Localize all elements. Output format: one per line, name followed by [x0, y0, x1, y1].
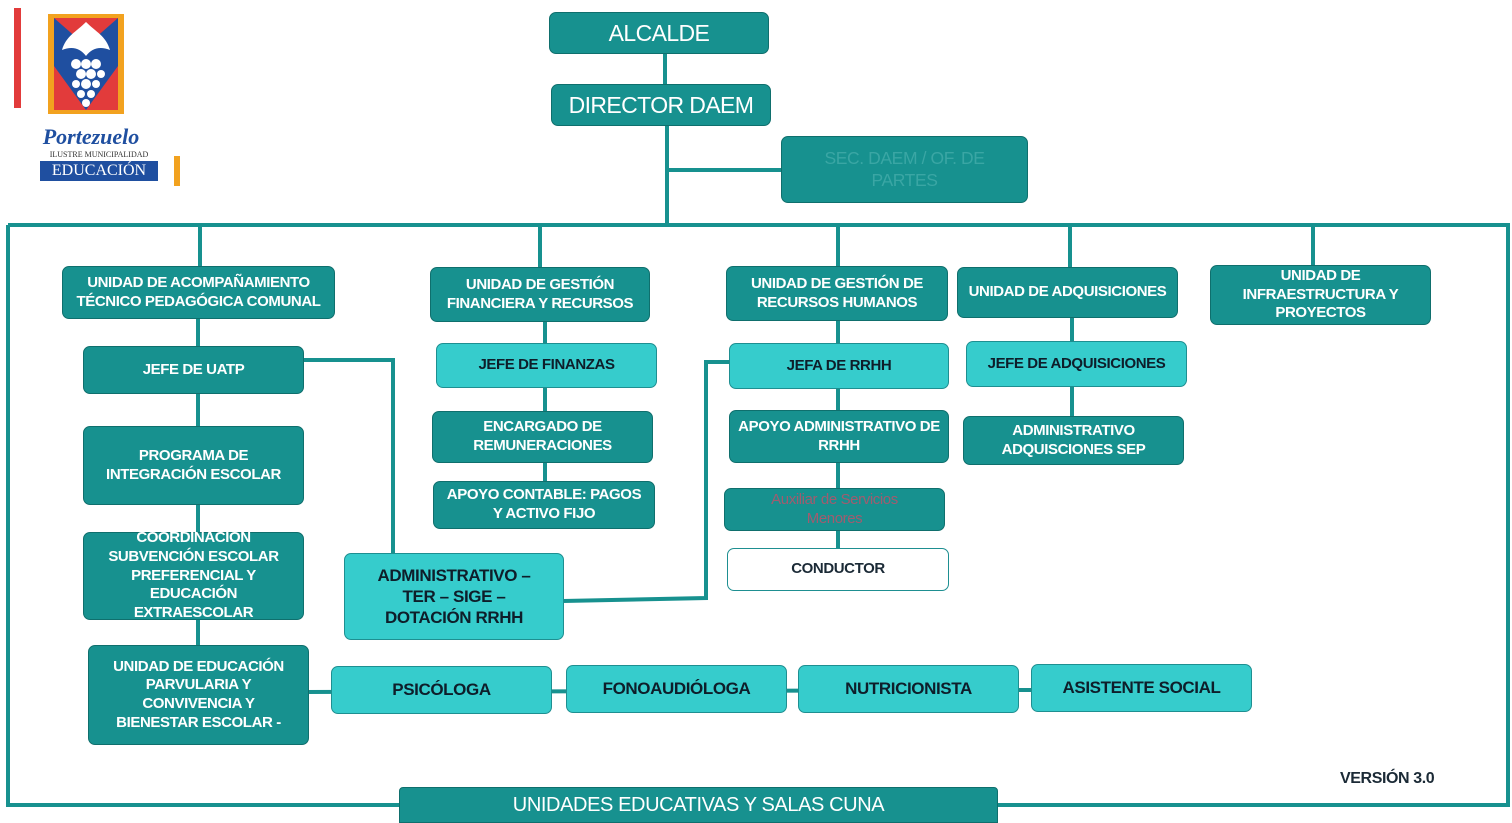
node-gestion-financiera: UNIDAD DE GESTIÓN FINANCIERA Y RECURSOS	[430, 267, 650, 322]
node-nutricionista: NUTRICIONISTA	[798, 665, 1019, 713]
node-director: DIRECTOR DAEM	[551, 84, 771, 126]
node-pie: PROGRAMA DE INTEGRACIÓN ESCOLAR	[83, 426, 304, 505]
node-jefa-rrhh: JEFA DE RRHH	[729, 343, 949, 389]
node-secretaria: SEC. DAEM / OF. DE PARTES	[781, 136, 1028, 203]
node-conductor: CONDUCTOR	[727, 548, 949, 591]
node-apoyo-contable: APOYO CONTABLE: PAGOS Y ACTIVO FIJO	[433, 481, 655, 529]
node-apoyo-rrhh: APOYO ADMINISTRATIVO DE RRHH	[729, 410, 949, 463]
portezuelo-logo-icon	[14, 8, 180, 186]
node-infraestructura: UNIDAD DE INFRAESTRUCTURA Y PROYECTOS	[1210, 265, 1431, 325]
node-asistente-social: ASISTENTE SOCIAL	[1031, 664, 1252, 712]
version-label: VERSIÓN 3.0	[1340, 770, 1435, 787]
node-jefe-adquisiciones: JEFE DE ADQUISICIONES	[966, 341, 1187, 387]
node-auxiliar: Auxiliar de Servicios Menores	[724, 488, 945, 531]
node-sep: COORDINACIÓN SUBVENCIÓN ESCOLAR PREFEREN…	[83, 529, 304, 621]
node-fonoaudiologa: FONOAUDIÓLOGA	[566, 665, 787, 713]
node-uatp: UNIDAD DE ACOMPAÑAMIENTO TÉCNICO PEDAGÓG…	[62, 266, 335, 319]
node-adquisiciones: UNIDAD DE ADQUISICIONES	[957, 267, 1178, 318]
node-psicologa: PSICÓLOGA	[331, 666, 552, 714]
node-admin-adquisiciones: ADMINISTRATIVO ADQUISCIONES SEP	[963, 416, 1184, 465]
node-administrativo-ter: ADMINISTRATIVO – TER – SIGE – DOTACIÓN R…	[344, 553, 564, 640]
outer-frame	[6, 223, 1510, 807]
node-jefe-finanzas: JEFE DE FINANZAS	[436, 343, 657, 388]
node-parvularia: UNIDAD DE EDUCACIÓN PARVULARIA Y CONVIVE…	[88, 645, 309, 745]
municipality-logo: Portezuelo ILUSTRE MUNICIPALIDAD EDUCACI…	[14, 6, 186, 192]
node-remuneraciones: ENCARGADO DE REMUNERACIONES	[432, 411, 653, 463]
node-jefe-uatp: JEFE DE UATP	[83, 346, 304, 394]
node-alcalde: ALCALDE	[549, 12, 769, 54]
logo-line1: ILUSTRE MUNICIPALIDAD	[49, 150, 149, 159]
line-administrativo-jefa-rrhh	[562, 360, 730, 603]
logo-line2: EDUCACIÓN	[40, 161, 158, 181]
logo-name: Portezuelo	[42, 124, 140, 149]
node-rrhh: UNIDAD DE GESTIÓN DE RECURSOS HUMANOS	[726, 266, 948, 321]
line-jefe-uatp-administrativo	[303, 358, 395, 556]
node-unidades-educativas: UNIDADES EDUCATIVAS Y SALAS CUNA	[399, 787, 998, 823]
